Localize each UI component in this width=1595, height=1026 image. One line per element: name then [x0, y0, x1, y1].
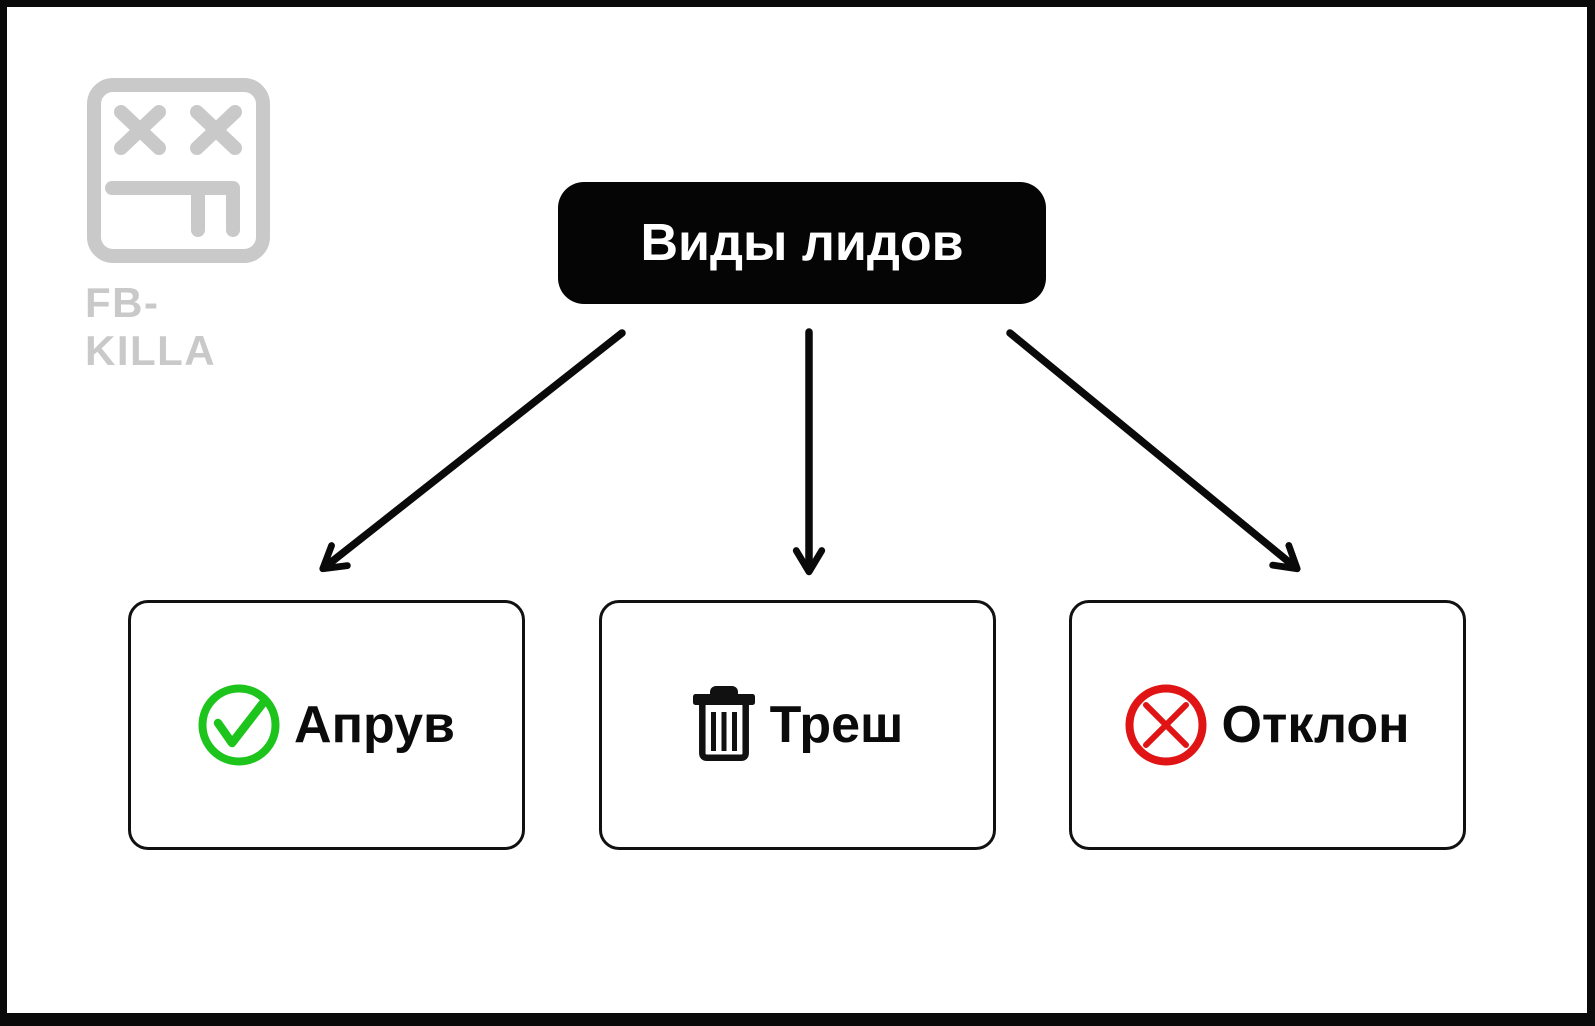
brand-name: FB-KILLA: [85, 279, 217, 374]
root-node-label: Виды лидов: [640, 214, 964, 272]
arrow-to-approve: [319, 329, 626, 573]
check-circle-icon: [198, 684, 280, 766]
dead-face-icon: [87, 78, 270, 263]
x-circle-icon: [1125, 684, 1207, 766]
node-trash-label: Треш: [769, 696, 904, 754]
node-approve: Апрув: [128, 600, 525, 850]
node-decline: Отклон: [1069, 600, 1466, 850]
node-approve-label: Апрув: [294, 696, 455, 754]
trash-icon: [692, 686, 755, 761]
arrow-to-decline: [1006, 329, 1301, 573]
node-trash: Треш: [599, 600, 996, 850]
root-node: Виды лидов: [558, 182, 1046, 304]
brand-logo: FB-KILLA: [85, 76, 285, 375]
node-decline-label: Отклон: [1221, 696, 1410, 754]
